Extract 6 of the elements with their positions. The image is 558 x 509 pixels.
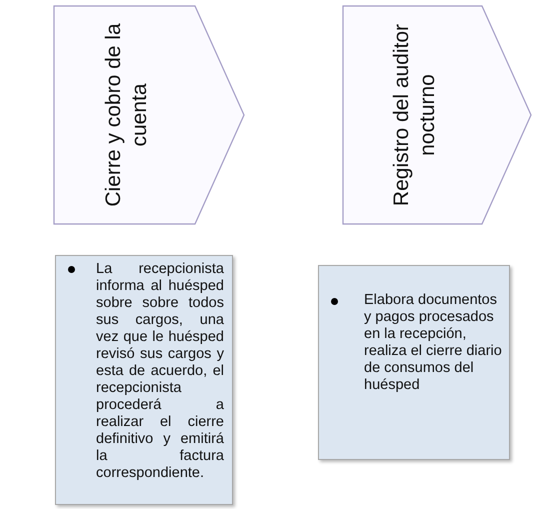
step-title: Registro del auditor nocturno xyxy=(389,22,440,208)
step-title: Cierre y cobro de la cuenta xyxy=(101,22,152,209)
description-text: Elabora documentos y pagos procesados en la recepción, realiza el cierre diario de consumos del huésped xyxy=(364,292,503,394)
description-card xyxy=(318,265,510,460)
description-card xyxy=(55,255,233,505)
description-text: La recepcionista informa al huésped sobre sobre todos sus cargos, una vez que le huésped revisó sus cargos y esta de acuerdo, el recepcionista procederá a realizar el cierre definitivo y emitirá la factura correspondiente. xyxy=(96,261,224,482)
